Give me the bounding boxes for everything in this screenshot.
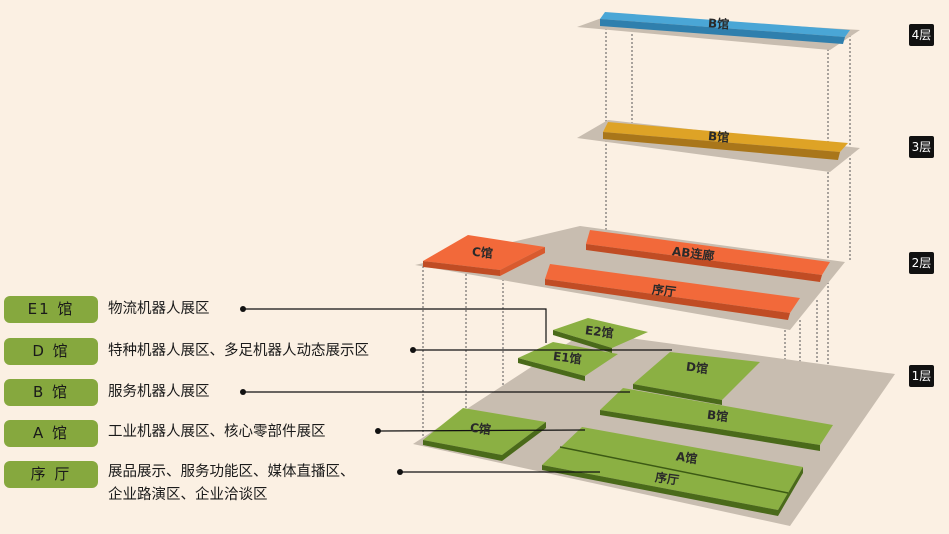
floor-1-label[interactable]: 1层: [909, 365, 934, 387]
label-f2-ab: AB连廊: [671, 243, 715, 263]
legend-desc-a: 工业机器人展区、核心零部件展区: [108, 424, 326, 440]
floor2-lobby[interactable]: [545, 264, 800, 313]
label-f1-c: C馆: [469, 420, 491, 437]
legend-tag-a: A 馆: [4, 420, 98, 447]
legend-tag-d: D 馆: [4, 338, 98, 365]
a-lobby-divider: [559, 446, 789, 494]
label-f1-a: A馆: [675, 448, 698, 466]
legend-connectors: [243, 308, 672, 473]
legend-tag-e1: E1 馆: [4, 296, 98, 323]
label-f2-lobby: 序厅: [651, 281, 677, 299]
legend-desc-lobby-2: 企业路演区、企业洽谈区: [108, 487, 268, 503]
label-f1-lobby: 序厅: [654, 469, 680, 487]
legend-desc-d: 特种机器人展区、多足机器人动态展示区: [108, 343, 369, 359]
floor-2-label[interactable]: 2层: [909, 252, 934, 274]
legend-desc-lobby: 展品展示、服务功能区、媒体直播区、: [108, 464, 355, 480]
floor-3-label[interactable]: 3层: [909, 136, 934, 158]
floor2-ab-corridor[interactable]: [586, 230, 830, 275]
floor1-e2-hall[interactable]: [553, 318, 648, 348]
legend-desc-b: 服务机器人展区: [108, 384, 210, 400]
connector-dots: [240, 306, 416, 475]
floor1-c-hall[interactable]: [423, 408, 546, 455]
floor2-c-hall[interactable]: [423, 235, 545, 270]
label-f1-b: B馆: [706, 407, 729, 424]
label-f3-b: B馆: [707, 128, 729, 145]
label-f1-e1: E1馆: [552, 348, 582, 366]
floor3-b-hall[interactable]: [603, 122, 848, 152]
floor1-d-hall[interactable]: [633, 352, 760, 400]
floor4-b-hall[interactable]: [600, 12, 850, 37]
label-f4-b: B馆: [708, 15, 730, 31]
label-f1-e2: E2馆: [584, 322, 614, 340]
legend-tag-b: B 馆: [4, 379, 98, 406]
floor1-b-hall[interactable]: [600, 388, 833, 445]
floor1-a-lobby-hall[interactable]: [542, 427, 803, 510]
label-f2-c: C馆: [471, 244, 493, 261]
label-f1-d: D馆: [685, 359, 709, 377]
legend-tag-lobby: 序 厅: [4, 461, 98, 488]
legend-desc-e1: 物流机器人展区: [108, 301, 210, 317]
floor-4-label[interactable]: 4层: [909, 24, 934, 46]
